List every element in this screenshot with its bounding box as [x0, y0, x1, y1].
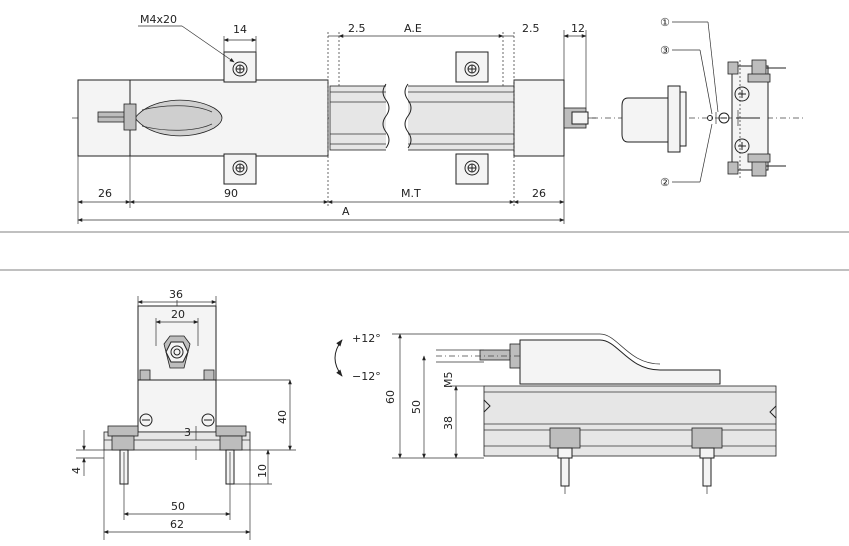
connector-taper — [134, 99, 223, 137]
dim-50: 50 — [171, 500, 185, 513]
dim-ae: A.E — [404, 22, 422, 35]
dim-40: 40 — [276, 410, 289, 424]
mount-clamp-bottom-right — [455, 153, 489, 185]
dim-4: 4 — [70, 467, 83, 474]
dim-20: 20 — [171, 308, 185, 321]
mount-clamp-top-right — [455, 51, 489, 83]
side-clamp-left — [549, 427, 581, 494]
callout-1: ① — [660, 16, 670, 29]
dim-26-left: 26 — [98, 187, 112, 200]
dim-3: 3 — [184, 426, 191, 439]
side-clamp-right — [691, 427, 723, 494]
dim-38: 38 — [442, 416, 455, 430]
thread-m5: M5 — [442, 372, 455, 389]
callout-3: ③ — [660, 44, 670, 57]
dim-62: 62 — [170, 518, 184, 531]
screw-label: M4x20 — [140, 13, 177, 26]
dim-a: A — [342, 205, 350, 218]
angle-down: −12° — [352, 370, 381, 383]
dim-2-5-left: 2.5 — [348, 22, 366, 35]
dim-60: 60 — [384, 390, 397, 404]
mount-clamp-bottom-left — [223, 153, 257, 185]
dim-50-side: 50 — [410, 400, 423, 414]
angle-up: +12° — [352, 332, 381, 345]
front-view: 36 20 40 10 3 4 50 62 — [70, 288, 296, 540]
dim-12: 12 — [571, 22, 585, 35]
dim-36: 36 — [169, 288, 183, 301]
top-view: M4x20 14 2.5 A.E 2.5 12 26 90 M.T — [72, 13, 805, 224]
side-view: +12° −12° 60 — [334, 332, 777, 494]
dim-14: 14 — [233, 23, 247, 36]
end-view-top: ① ③ ② — [621, 16, 786, 189]
dim-26-right: 26 — [532, 187, 546, 200]
callout-2: ② — [660, 176, 670, 189]
dim-90: 90 — [224, 187, 238, 200]
dim-10: 10 — [256, 464, 269, 478]
dim-2-5-right: 2.5 — [522, 22, 540, 35]
mount-clamp-top-left — [223, 51, 257, 83]
dim-mt: M.T — [401, 187, 421, 200]
